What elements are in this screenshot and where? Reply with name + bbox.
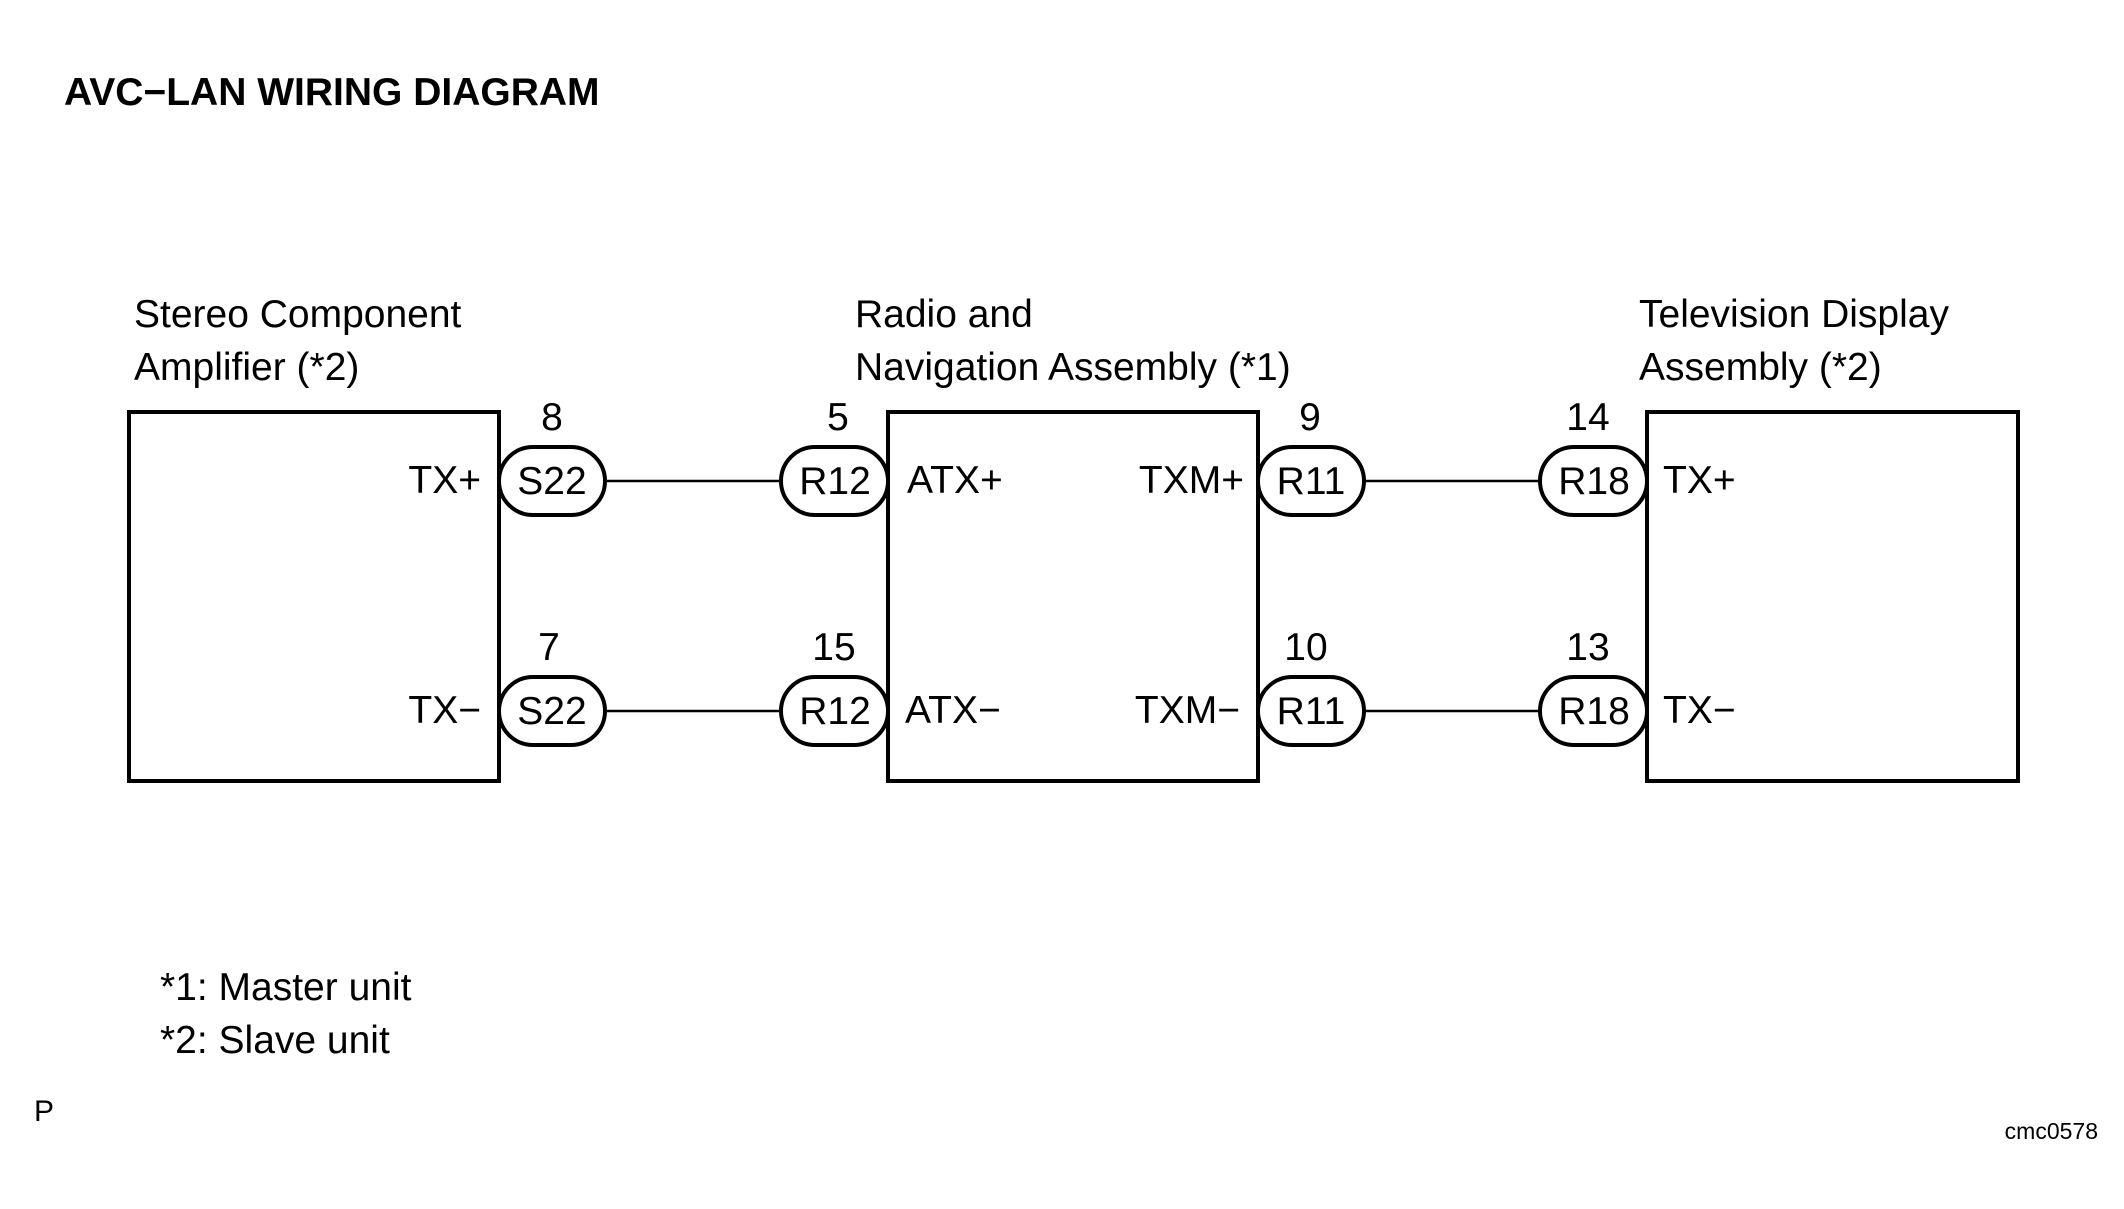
amplifier-block: Stereo Component Amplifier (*2) TX+ TX− … xyxy=(127,293,607,783)
display-box xyxy=(1645,410,2020,783)
radio-right-plus-number: 9 xyxy=(1299,396,1321,439)
connector-r12-plus xyxy=(779,445,890,517)
radio-left-plus-number: 5 xyxy=(827,396,849,439)
radio-name-line1: Radio and xyxy=(855,293,1033,336)
connector-r12-minus-label: R12 xyxy=(799,690,871,733)
display-pin-plus-number: 14 xyxy=(1566,396,1609,439)
connector-r12-minus xyxy=(779,675,890,747)
radio-right-minus-number: 10 xyxy=(1284,626,1327,669)
radio-pin-atx-minus-label: ATX− xyxy=(905,689,1001,732)
connector-r18-minus-label: R18 xyxy=(1558,690,1630,733)
connector-r11-minus-label: R11 xyxy=(1277,690,1346,733)
radio-pin-txm-plus-label: TXM+ xyxy=(1139,459,1244,502)
amplifier-pin-minus-number: 7 xyxy=(538,626,560,669)
note-master-unit: *1: Master unit xyxy=(160,966,412,1009)
figure-code: cmc0578 xyxy=(2005,1118,2098,1144)
radio-box xyxy=(886,410,1260,783)
connector-r18-minus xyxy=(1538,675,1649,747)
amplifier-name-line1: Stereo Component xyxy=(134,293,462,336)
connector-r18-plus xyxy=(1538,445,1649,517)
display-pin-plus-label: TX+ xyxy=(1663,459,1736,502)
note-slave-unit: *2: Slave unit xyxy=(160,1019,390,1062)
display-pin-minus-number: 13 xyxy=(1566,626,1609,669)
radio-left-minus-number: 15 xyxy=(812,626,855,669)
display-name-line1: Television Display xyxy=(1639,293,1949,336)
radio-pin-txm-minus-label: TXM− xyxy=(1135,689,1240,732)
connector-r11-plus-label: R11 xyxy=(1277,460,1346,503)
amplifier-pin-plus-number: 8 xyxy=(541,396,563,439)
radio-name-line2: Navigation Assembly (*1) xyxy=(855,346,1291,389)
connector-r12-plus-label: R12 xyxy=(799,460,871,503)
amplifier-box xyxy=(127,410,501,783)
amplifier-pin-minus-label: TX− xyxy=(408,689,481,732)
connector-s22-minus-label: S22 xyxy=(517,690,586,733)
corner-letter: P xyxy=(34,1095,54,1128)
display-name-line2: Assembly (*2) xyxy=(1639,346,1882,389)
display-pin-minus-label: TX− xyxy=(1663,689,1736,732)
connector-s22-plus-label: S22 xyxy=(517,460,586,503)
amplifier-name-line2: Amplifier (*2) xyxy=(134,346,359,389)
connector-r18-plus-label: R18 xyxy=(1558,460,1630,503)
display-block: Television Display Assembly (*2) 14 13 R… xyxy=(1538,293,2020,783)
amplifier-pin-plus-label: TX+ xyxy=(408,459,481,502)
radio-pin-atx-plus-label: ATX+ xyxy=(907,459,1003,502)
radio-block: Radio and Navigation Assembly (*1) 5 15 … xyxy=(779,293,1366,783)
diagram-title: AVC−LAN WIRING DIAGRAM xyxy=(64,71,600,114)
